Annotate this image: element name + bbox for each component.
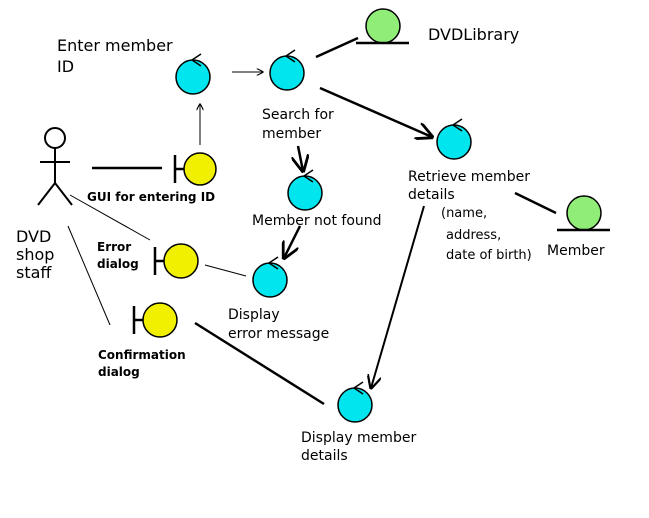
search-for-member-label: Search for member [262, 107, 338, 142]
gui-entering-id-label: GUI for entering ID [87, 190, 215, 204]
enter-member-id-label: Enter member ID [57, 36, 178, 76]
control-retrieve-member-details [436, 118, 472, 160]
arrow-search-to-not-found [298, 145, 303, 171]
entity-member [557, 195, 610, 232]
entity-dvdlibrary [356, 8, 409, 45]
dvdlibrary-label: DVDLibrary [428, 25, 519, 44]
line-retrieve-to-member [514, 191, 557, 215]
line-confirmation-to-display-details [194, 321, 325, 406]
line-search-to-dvdlibrary [315, 36, 359, 59]
control-display-error-message [252, 256, 288, 298]
connections [67, 36, 557, 406]
member-details-note: (name, address, date of birth) [441, 206, 532, 263]
control-display-member-details [337, 381, 373, 423]
arrow-retrieve-to-display-details [371, 205, 425, 388]
display-member-details-label: Display member details [301, 430, 421, 464]
line-actor-to-error-dialog [69, 194, 151, 241]
actor-figure [37, 127, 73, 206]
error-dialog-label: Error dialog [97, 240, 139, 271]
member-not-found-label: Member not found [252, 213, 382, 229]
arrow-not-found-to-display-error [284, 225, 302, 258]
line-error-dialog-to-display-error [204, 264, 247, 277]
display-error-message-label: Display error message [228, 307, 329, 342]
line-actor-to-confirmation-dialog [67, 225, 111, 326]
arrow-search-to-retrieve [319, 86, 432, 137]
control-member-not-found [287, 169, 323, 211]
boundary-confirmation-dialog [132, 302, 178, 338]
control-enter-member-id [175, 53, 211, 95]
actor-label: DVD shop staff [16, 227, 60, 282]
member-label: Member [547, 243, 605, 259]
retrieve-member-details-label: Retrieve member details [408, 169, 534, 203]
boundary-gui-entering-id [173, 152, 217, 186]
boundary-error-dialog [153, 243, 199, 279]
control-search-for-member [269, 49, 305, 91]
confirmation-dialog-label: Confirmation dialog [98, 348, 190, 379]
